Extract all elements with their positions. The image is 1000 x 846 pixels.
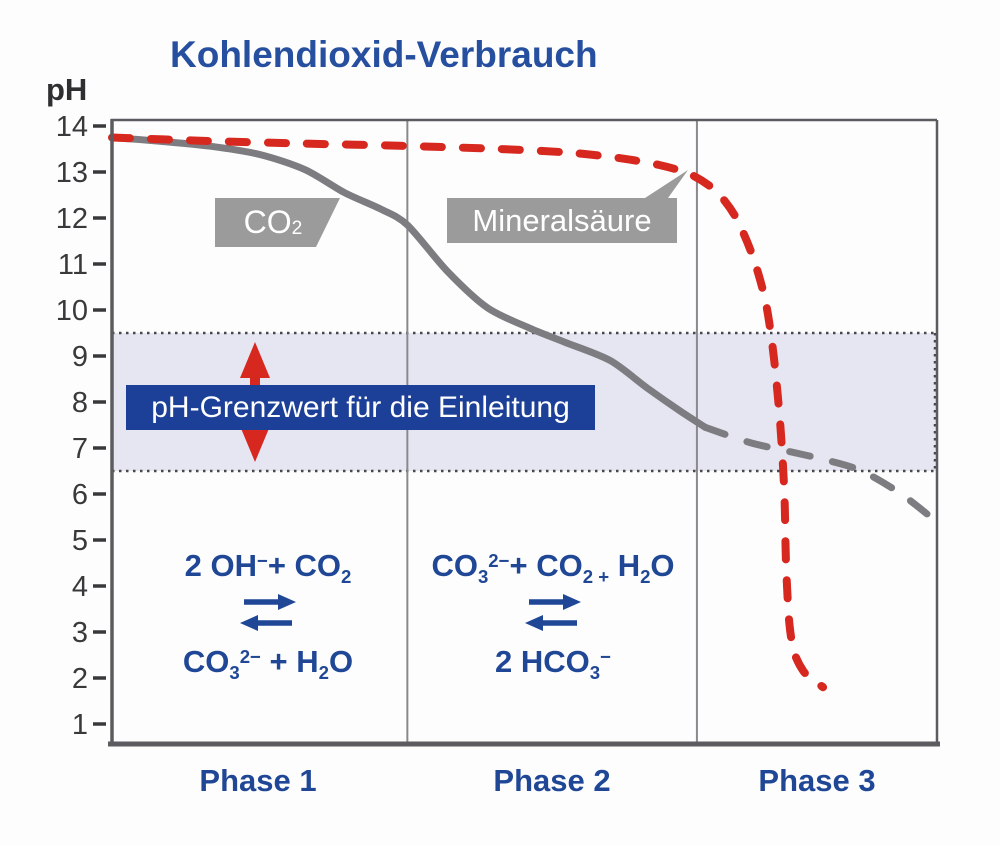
y-tick-label: 9	[72, 341, 88, 373]
y-tick-label: 3	[72, 617, 88, 649]
mineral-label-pointer	[645, 170, 688, 198]
y-tick-label: 10	[56, 295, 88, 327]
y-tick-label: 7	[72, 433, 88, 465]
y-tick-label: 12	[56, 203, 88, 235]
y-tick-label: 11	[58, 249, 88, 281]
y-tick-label: 14	[56, 111, 88, 143]
phase-2-label: Phase 2	[493, 763, 611, 798]
y-tick-label: 5	[72, 525, 88, 557]
y-tick-label: 8	[72, 387, 88, 419]
mineral-acid-curve	[108, 133, 828, 692]
equation-2-reactants: CO32−+ CO2 + H2O	[431, 548, 675, 588]
phase-1-label: Phase 1	[199, 763, 317, 798]
y-tick-label: 2	[72, 663, 88, 695]
y-tick-label: 4	[72, 571, 88, 603]
y-tick-label: 13	[56, 157, 88, 189]
equation-2-products: 2 HCO3−	[495, 644, 611, 684]
ph-limit-label-box: pH-Grenzwert für die Einleitung	[126, 385, 595, 430]
co2-curve-solid	[108, 134, 709, 431]
equilibrium-arrows-icon	[525, 594, 581, 631]
co2-curve-dashed	[701, 423, 938, 523]
equation-1-products: CO32− + H2O	[182, 644, 354, 684]
phase-3-label: Phase 3	[758, 763, 876, 798]
y-axis-title: pH	[46, 72, 88, 107]
y-tick-label: 6	[72, 479, 88, 511]
equation-1-reactants: 2 OH−+ CO2	[184, 548, 352, 588]
mineral-acid-curve-label: Mineralsäure	[447, 198, 677, 243]
co2-label-flag	[215, 198, 340, 247]
y-tick-label: 1	[72, 709, 88, 741]
equilibrium-arrows-icon	[240, 594, 296, 631]
chart-title: Kohlendioxid-Verbrauch	[170, 34, 598, 75]
